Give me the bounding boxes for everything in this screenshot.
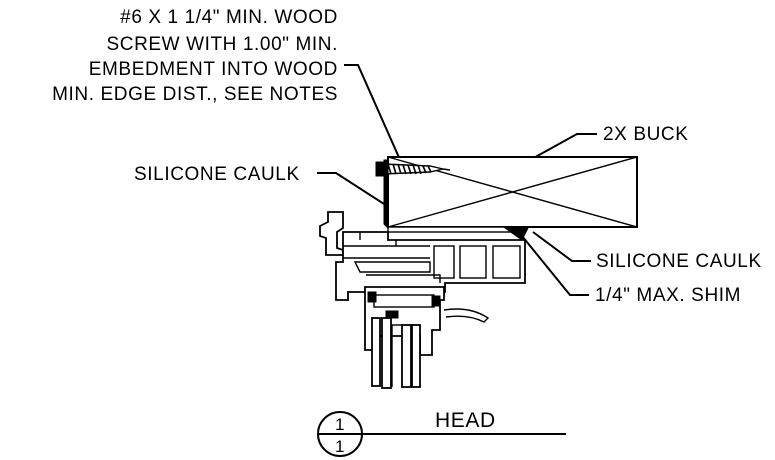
shim-leader xyxy=(521,235,589,296)
silicone-caulk-left-label: SILICONE CAULK xyxy=(134,164,300,185)
silicone-caulk-left-leader xyxy=(317,172,385,205)
screw-leader xyxy=(344,64,402,163)
buck-label: 2X BUCK xyxy=(603,124,689,145)
screw-callout: #6 X 1 1/4" MIN. WOOD SCREW WITH 1.00" M… xyxy=(52,7,402,163)
detail-title: HEAD xyxy=(435,409,496,432)
aluminum-head-frame xyxy=(319,211,526,301)
shim-label: 1/4" MAX. SHIM xyxy=(595,285,741,306)
screw-note-line-3: EMBEDMENT INTO WOOD xyxy=(89,59,338,80)
buck-leader xyxy=(529,133,597,161)
silicone-caulk-left xyxy=(383,159,389,230)
screw-note-line-1: #6 X 1 1/4" MIN. WOOD xyxy=(120,7,338,28)
screw-note-line-4: MIN. EDGE DIST., SEE NOTES xyxy=(52,84,338,105)
detail-number-top: 1 xyxy=(335,415,345,434)
silicone-caulk-right xyxy=(503,227,529,241)
silicone-caulk-right-label: SILICONE CAULK xyxy=(596,251,762,272)
silicone-caulk-right-leader xyxy=(532,231,591,262)
screw-note-line-2: SCREW WITH 1.00" MIN. xyxy=(106,34,338,55)
detail-title-block: 1 1 HEAD xyxy=(317,409,566,457)
wood-screw xyxy=(375,161,451,177)
sash-assembly xyxy=(364,286,490,389)
detail-number-bottom: 1 xyxy=(335,437,345,456)
